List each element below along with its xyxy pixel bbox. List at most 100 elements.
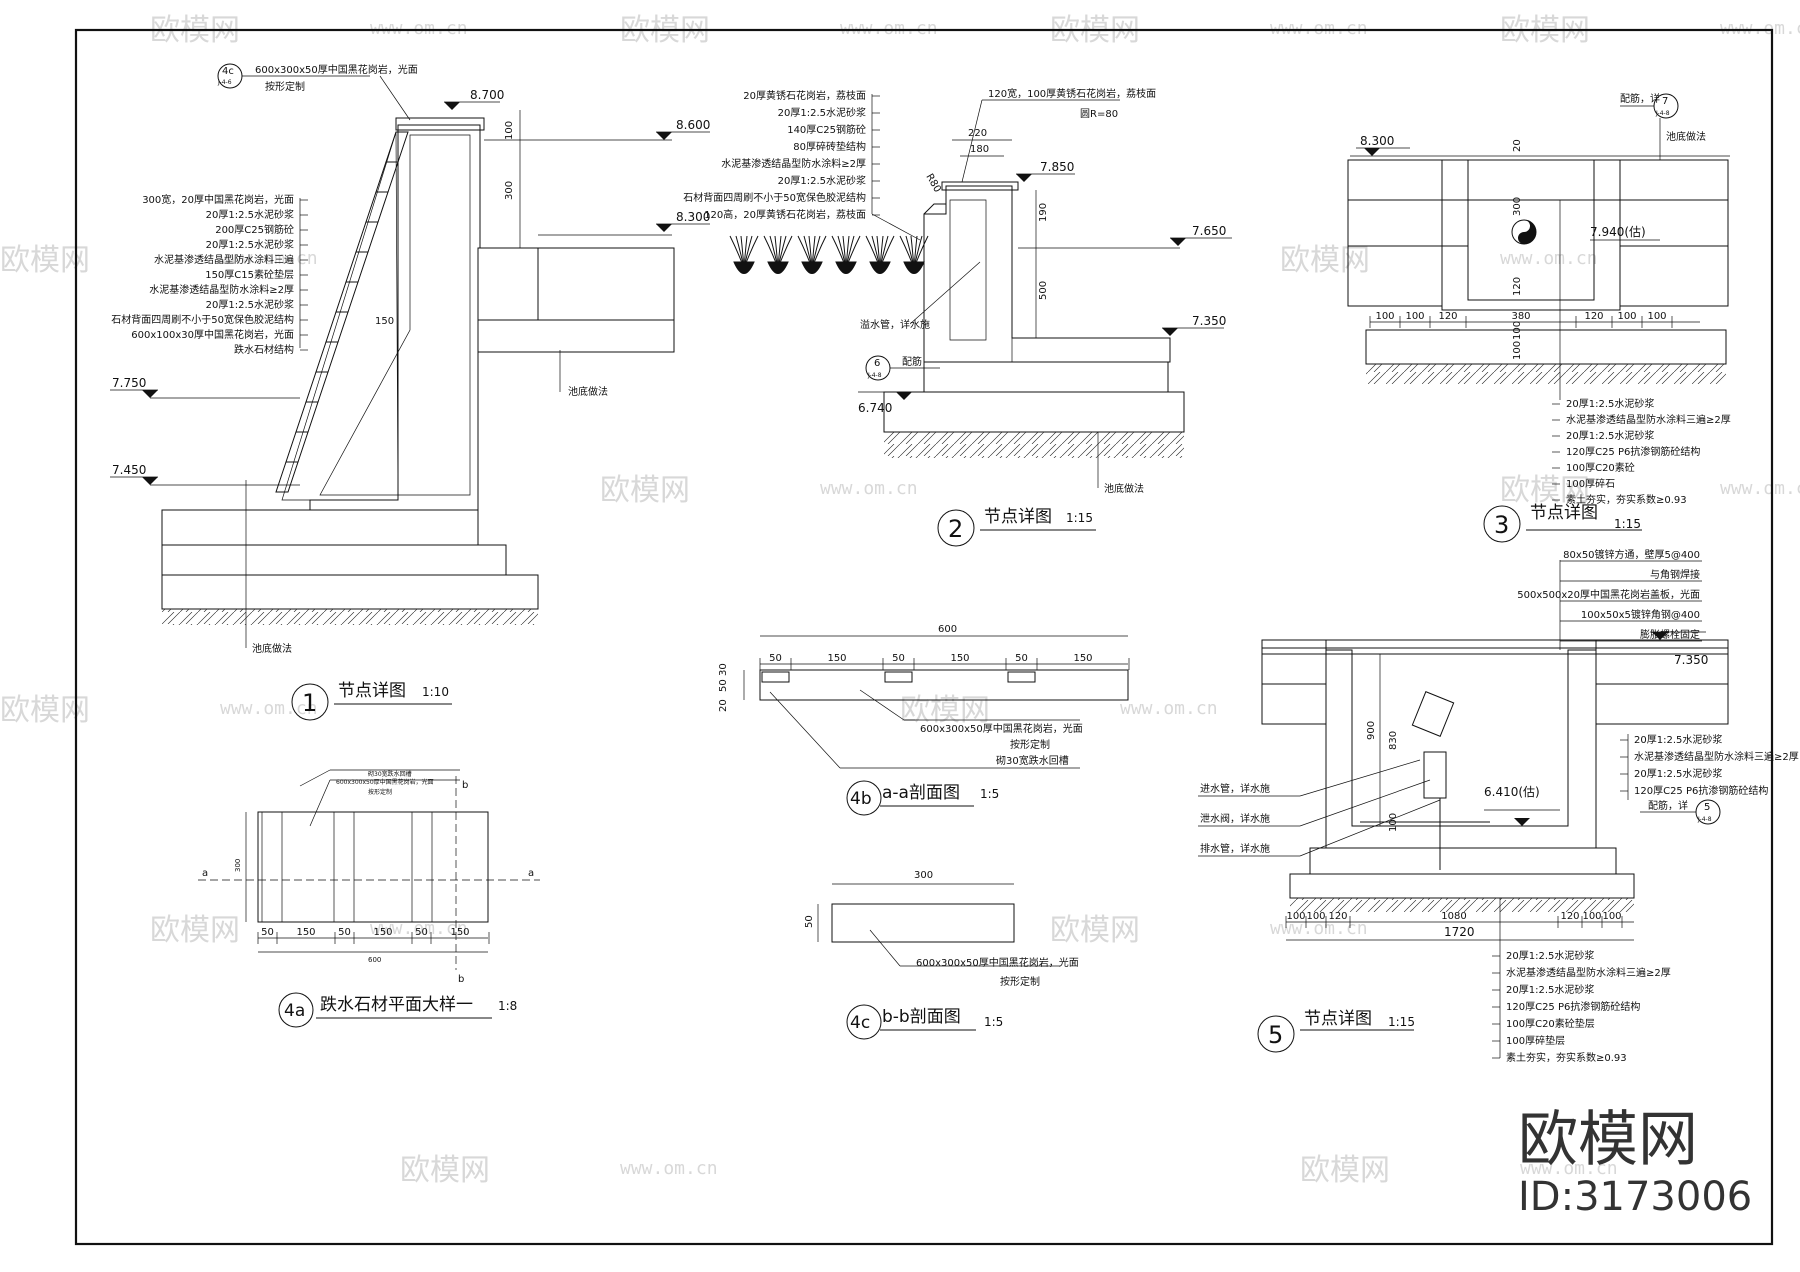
dimension-label: 50 [338,927,351,938]
cladding-stone [325,311,349,343]
watermark-url-tile: www.om.cn [1270,18,1368,39]
cladding-stone [335,281,359,313]
cladding-stone [385,131,409,163]
watermark-brand-tile: 欧模网 [400,1153,490,1188]
svg-text:100: 100 [1512,321,1523,340]
dimension-label: 100 [1582,911,1601,922]
watermark-brand-block: 欧模网 ID:3173006 [1518,1105,1752,1220]
svg-text:4c: 4c [850,1013,870,1033]
layer-label: 素土夯实，夯实系数≥0.93 [1506,1051,1627,1064]
detail1-title: 节点详图 [338,681,406,701]
groove [884,671,913,683]
layer-label: 20厚1:2.5水泥砂浆 [206,208,294,221]
svg-text:600x300x50厚中国黑花岗岩，光面: 600x300x50厚中国黑花岗岩，光面 [255,63,418,76]
svg-text:50: 50 [804,915,815,928]
dimension-label: 50 [415,927,428,938]
watermark-url-tile: www.om.cn [840,18,938,39]
detail2-elevations: 7.850 7.650 7.350 6.740 [858,160,1232,415]
detail1-cladding-stones [275,131,409,501]
cladding-stone [315,341,339,373]
detail1-base-slab [161,509,479,546]
layer-label: 100厚碎垫层 [1506,1034,1565,1047]
svg-text:6.740: 6.740 [858,401,892,415]
top-note: 膨胀螺栓固定 [1640,628,1700,641]
grass-tuft [763,235,793,269]
svg-text:300: 300 [504,181,515,200]
detail3-title-bubble [1483,505,1521,543]
svg-text:7: 7 [1662,96,1668,107]
svg-text:8.600: 8.600 [676,118,710,132]
detail1-gravel-layer [161,574,539,610]
grass-tuft [865,235,895,269]
layer-label: 20厚1:2.5水泥砂浆 [1506,949,1594,962]
top-note: 80x50镀锌方通，壁厚5@400 [1563,548,1700,561]
detail4b-stone-section [759,669,1129,701]
layer-label: 150厚C15素砼垫层 [205,268,294,281]
layer-label: 20厚黄锈石花岗岩，荔枝面 [743,89,866,102]
svg-text:1:15: 1:15 [1614,517,1641,531]
dimension-label: 100 [1602,911,1621,922]
svg-text:池底做法: 池底做法 [252,642,292,655]
svg-text:圆R=80: 圆R=80 [1080,108,1118,120]
svg-text:8.300: 8.300 [1360,134,1394,148]
svg-text:3: 3 [1494,511,1509,539]
layer-label: 120厚C25 P6抗渗钢筋砼结构 [1634,784,1768,797]
dimension-label: 120 [1560,911,1579,922]
svg-text:20: 20 [1512,139,1523,152]
dimension-label: 150 [373,927,392,938]
dimension-label: 50 [769,653,782,664]
watermark-url-tile: www.om.cn [370,18,468,39]
dimension-label: 100 [1306,911,1325,922]
dimension-label: 120 [1584,311,1603,322]
detail5-pump [1411,691,1455,737]
dimension-label: 50 [261,927,274,938]
svg-text:a: a [528,868,534,879]
detail3-layer-callouts: 20厚1:2.5水泥砂浆水泥基渗透结晶型防水涂料三遍≥2厚20厚1:2.5水泥砂… [1552,397,1731,506]
groove [333,811,355,923]
svg-text:J-4-8: J-4-8 [1697,816,1712,823]
cladding-stone [345,251,369,283]
svg-text:按形定制: 按形定制 [1000,975,1040,988]
svg-text:配筋，详: 配筋，详 [1620,92,1660,105]
cladding-stone [285,431,309,463]
detail5-top-callouts: 80x50镀锌方通，壁厚5@400与角钢焊接500x500x20厚中国黑花岗岩盖… [1517,548,1702,642]
drawing-frame [74,28,1774,1246]
detail5-right-callouts: 20厚1:2.5水泥砂浆水泥基渗透结晶型防水涂料三遍≥2厚20厚1:2.5水泥砂… [1620,733,1799,797]
svg-text:100: 100 [1512,341,1523,360]
svg-text:配筋，详: 配筋，详 [1648,799,1688,812]
watermark-url-tile: www.om.cn [1720,478,1800,499]
detail4a-title-bubble [278,992,314,1028]
watermark-url-tile: www.om.cn [220,698,318,719]
detail3-title: 节点详图 [1530,503,1598,523]
layer-label: 水泥基渗透结晶型防水涂料≥2厚 [721,157,866,170]
svg-text:b: b [462,780,468,791]
layer-label: 20厚1:2.5水泥砂浆 [206,298,294,311]
svg-text:7.940(估): 7.940(估) [1590,225,1646,239]
watermark-brand-tile: 欧模网 [900,693,990,728]
dimension-label: 120 [1328,911,1347,922]
groove [411,811,433,923]
detail5-bottom-callouts: 20厚1:2.5水泥砂浆水泥基渗透结晶型防水涂料三遍≥2厚20厚1:2.5水泥砂… [1492,949,1671,1064]
svg-text:1:15: 1:15 [1066,511,1093,525]
layer-label: 20厚1:2.5水泥砂浆 [1634,767,1722,780]
layer-label: 300宽，20厚中国黑花岗岩，光面 [142,193,294,206]
svg-text:500: 500 [1038,281,1049,300]
layer-label: 素土夯实，夯实系数≥0.93 [1566,493,1687,506]
detail1-layer-callouts: 300宽，20厚中国黑花岗岩，光面20厚1:2.5水泥砂浆200厚C25钢筋砼2… [111,193,308,356]
detail1-title-bubble [291,683,329,721]
dimension-label: 100 [1405,311,1424,322]
svg-text:120宽，100厚黄锈石花岗岩，荔枝面: 120宽，100厚黄锈石花岗岩，荔枝面 [988,87,1156,100]
watermark-brand-tile: 欧模网 [1050,913,1140,948]
layer-label: 120高，20厚黄锈石花岗岩，荔枝面 [704,208,866,221]
layer-label: 水泥基渗透结晶型防水涂料三遍≥2厚 [1566,413,1731,426]
svg-text:100: 100 [1388,813,1399,832]
watermark-url-tile: www.om.cn [1520,1158,1618,1179]
layer-label: 20厚1:2.5水泥砂浆 [1566,429,1654,442]
detail2-concrete [923,361,1169,393]
grass-tuft [831,235,861,269]
top-note: 与角钢焊接 [1650,568,1700,581]
svg-text:6.410(估): 6.410(估) [1484,785,1540,799]
